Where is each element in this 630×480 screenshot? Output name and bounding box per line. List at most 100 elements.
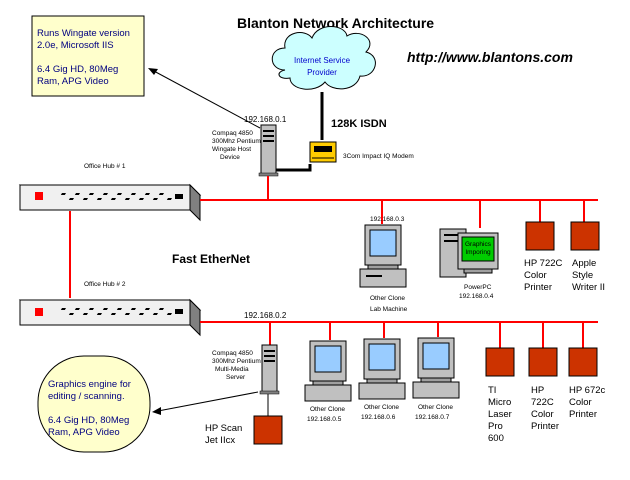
scanner-hp-scanjet: [253, 415, 283, 445]
powerpc-drive-1: [444, 234, 462, 236]
printer-hp722c-bottom-icon: [528, 347, 558, 377]
clone-workstation-1: [304, 340, 352, 402]
powerpc-ip: 192.168.0.4: [459, 293, 494, 300]
hub1-ports: [60, 193, 183, 200]
office-hub-1: [18, 183, 202, 222]
gateway-line4: Device: [220, 154, 240, 161]
callout-top-pointer: [151, 69, 261, 129]
callout-top: Runs Wingate version 2.0e, Microsoft IIS…: [31, 15, 145, 97]
hub-port: [74, 308, 80, 310]
media-server-drive-1: [264, 350, 275, 352]
clone1-name: Other Clone: [310, 406, 345, 413]
isdn-label: 128K ISDN: [331, 118, 387, 130]
media-server-line3: Multi-Media: [215, 366, 249, 373]
scanner-icon: [253, 415, 283, 445]
lab-monitor-stand: [367, 264, 399, 270]
printer-hp722c-top: [525, 221, 555, 251]
callout-top-line3: 6.4 Gig HD, 80Meg: [37, 64, 118, 75]
callout-bottom-line2: editing / scanning.: [48, 391, 125, 402]
gateway-line1: Compaq 4850: [212, 130, 253, 137]
scanner-line2: Jet IIcx: [205, 435, 235, 446]
callout-top-box: [31, 15, 145, 97]
hub-uplink-port: [175, 194, 183, 199]
hub-port: [144, 308, 150, 310]
hub-port: [138, 313, 144, 315]
powerpc-machine: [439, 228, 499, 278]
printer-ti-line5: 600: [488, 433, 504, 444]
printer-hp672c-line1: HP 672c: [569, 385, 606, 396]
gateway-tower-base: [258, 172, 279, 177]
clone2-name: Other Clone: [364, 404, 399, 411]
modem-panel: [314, 146, 332, 152]
lab-machine-ip: 192.168.0.3: [370, 216, 405, 223]
printer-hp722c-top-line3: Printer: [524, 282, 552, 293]
printer-hp672c: [568, 347, 598, 377]
clone-workstation-3: [412, 337, 460, 399]
clone3-monitor-screen: [422, 342, 450, 370]
lab-drive-slot: [366, 275, 382, 277]
hub-port: [124, 198, 130, 200]
lab-machine: [359, 224, 407, 288]
hub2-ports: [60, 308, 183, 315]
hub-port: [152, 198, 158, 200]
powerpc-screen-line2: Imporing: [465, 249, 491, 256]
printer-hp722c-top-line1: HP 722C: [524, 258, 563, 269]
printer-hp672c-line3: Printer: [569, 409, 597, 420]
hub-port: [116, 308, 122, 310]
hub-port: [110, 198, 116, 200]
hub-port: [116, 193, 122, 195]
hub-port: [158, 193, 164, 195]
gateway-tower-body: [260, 124, 277, 176]
media-server-drive-3: [264, 360, 275, 362]
callout-bottom-line3: 6.4 Gig HD, 80Meg: [48, 415, 129, 426]
isp-cloud: Internet Service Provider: [271, 26, 376, 90]
printer-hp722c-top-icon: [525, 221, 555, 251]
diagram-title: Blanton Network Architecture: [237, 15, 434, 31]
isp-label-line2: Provider: [307, 68, 337, 77]
isp-cloud-shape: [271, 26, 376, 90]
clone1-desktop-unit: [304, 384, 352, 402]
callout-bottom-line4: Ram, APG Video: [48, 427, 120, 438]
hub-port: [68, 313, 74, 315]
printer-apple-line1: Apple: [572, 258, 596, 269]
callout-bottom: Graphics engine for editing / scanning. …: [37, 355, 151, 453]
hub1-side: [189, 183, 201, 222]
modem-to-gateway-link: [275, 164, 312, 172]
clone2-monitor-screen: [368, 343, 396, 371]
callout-top-line4: Ram, APG Video: [37, 76, 109, 87]
callout-top-arrowhead: [148, 68, 158, 75]
powerpc-monitor-screen: [461, 236, 495, 262]
clone3-monitor-stand: [420, 377, 452, 383]
lab-machine-line2: Lab Machine: [370, 306, 408, 313]
gateway-line2: 300Mhz Pentium: [212, 138, 261, 145]
callout-bottom-arrowhead: [152, 407, 161, 415]
printer-apple-icon: [570, 221, 600, 251]
hub1-front: [19, 184, 191, 211]
printer-hp672c-icon: [568, 347, 598, 377]
isp-label-line1: Internet Service: [294, 56, 351, 65]
hub-port: [166, 198, 172, 200]
printer-ti-line1: TI: [488, 385, 496, 396]
printer-hp722c-top-line2: Color: [524, 270, 547, 281]
hub-port: [130, 308, 136, 310]
hub-uplink-port: [175, 309, 183, 314]
gateway-ip: 192.168.0.1: [244, 115, 287, 124]
hub-port: [158, 308, 164, 310]
lab-machine-line1: Other Clone: [370, 295, 405, 302]
clone3-ip: 192.168.0.7: [415, 414, 450, 421]
hub-port: [102, 308, 108, 310]
printer-apple-line3: Writer II: [572, 282, 605, 293]
printer-hp722c-bottom: [528, 347, 558, 377]
media-server-drive-2: [264, 355, 275, 357]
website-url: http://www.blantons.com: [407, 49, 573, 65]
printer-ti-line4: Pro: [488, 421, 503, 432]
clone1-monitor-stand: [312, 380, 344, 386]
gateway-tower: [258, 124, 279, 177]
printer-hp722c-bottom-line4: Printer: [531, 421, 559, 432]
gateway-drive-2: [263, 135, 274, 137]
fast-ethernet-label: Fast EtherNet: [172, 252, 250, 266]
scanner-line1: HP Scan: [205, 423, 242, 434]
media-server-base: [259, 390, 280, 395]
